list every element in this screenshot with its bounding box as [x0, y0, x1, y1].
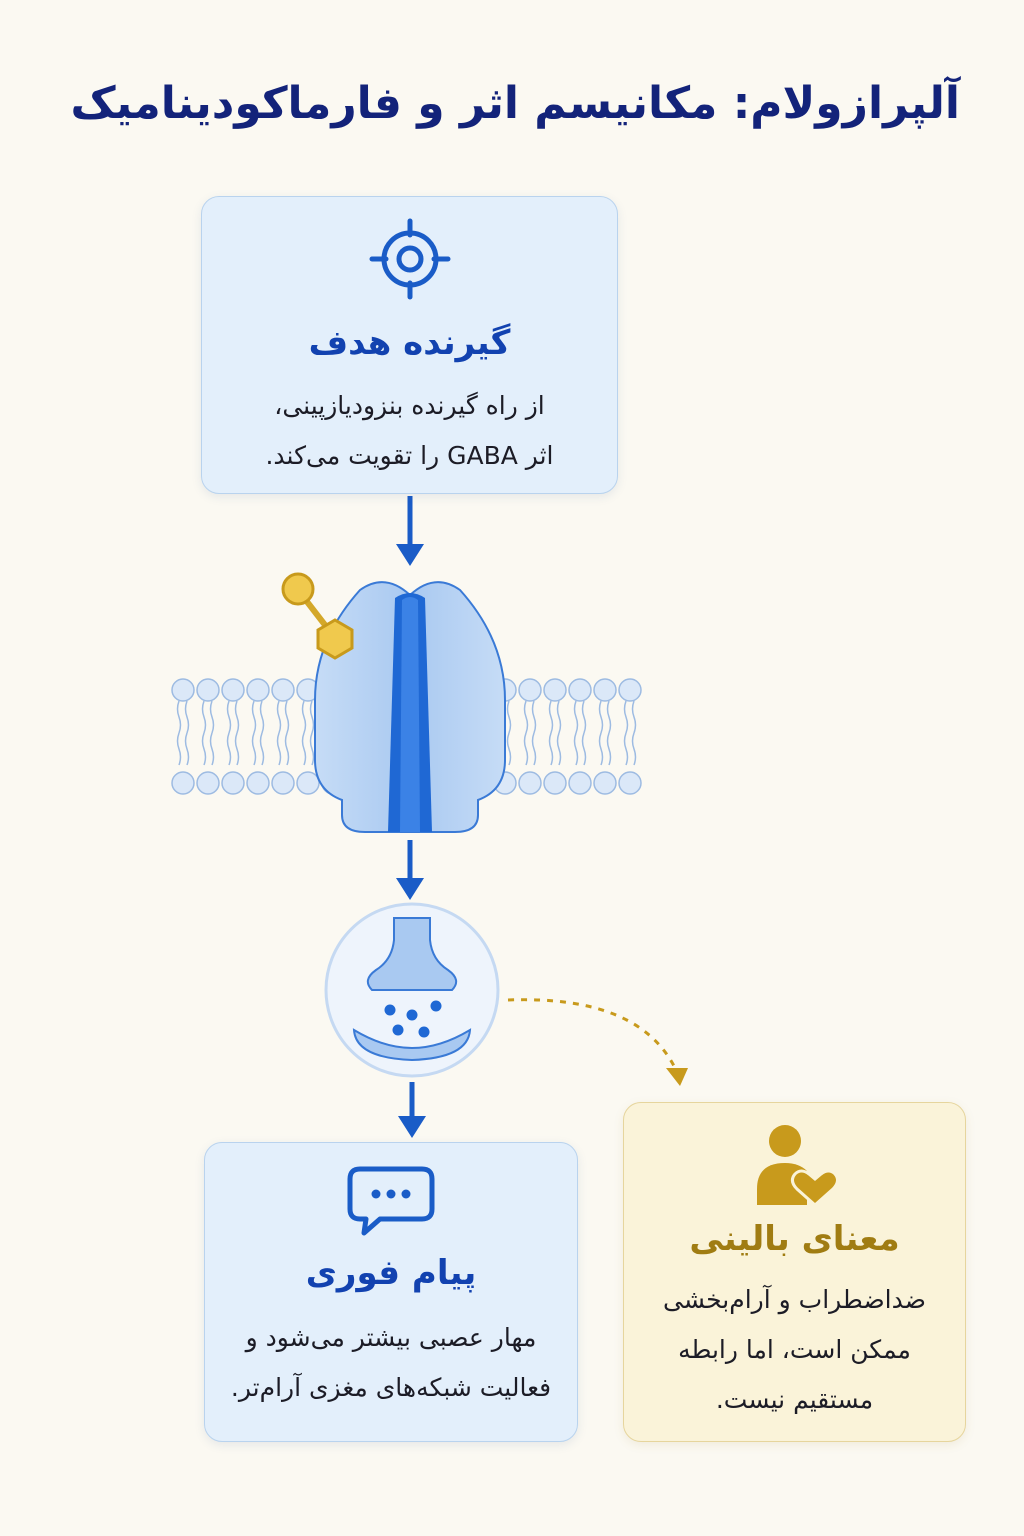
page-title: آلپرازولام: مکانیسم اثر و فارماکودینامیک — [70, 78, 960, 129]
message-text-line2: فعالیت شبکه‌های مغزی آرام‌تر. — [230, 1373, 552, 1402]
target-receptor-card: گیرنده هدف از راه گیرنده بنزودیازپینی، ا… — [201, 196, 618, 494]
drug-molecule-icon — [281, 572, 354, 660]
clinical-heading: معنای بالینی — [689, 1219, 900, 1259]
message-text-line1: مهار عصبی بیشتر می‌شود و — [245, 1323, 537, 1352]
flow-arrow-3 — [398, 1082, 426, 1138]
dashed-arrow-clinical — [507, 998, 688, 1086]
flow-arrow-1 — [396, 496, 424, 566]
clinical-meaning-card: معنای بالینی ضداضطراب و آرام‌بخشی ممکن ا… — [623, 1102, 966, 1442]
message-heading: پیام فوری — [305, 1253, 477, 1293]
target-icon — [368, 217, 452, 301]
target-heading: گیرنده هدف — [308, 323, 511, 363]
clinical-text-line1: ضداضطراب و آرام‌بخشی — [663, 1285, 926, 1314]
immediate-message-card: پیام فوری مهار عصبی بیشتر می‌شود و فعالی… — [204, 1142, 578, 1442]
synapse-icon — [324, 902, 500, 1078]
lipid-bilayer-icon — [171, 678, 642, 795]
target-text-line2: اثر GABA را تقویت می‌کند. — [265, 441, 554, 470]
clinical-text-line2: ممکن است، اما رابطه — [678, 1335, 911, 1364]
target-text-line1: از راه گیرنده بنزودیازپینی، — [274, 391, 545, 420]
flow-arrow-2 — [396, 840, 424, 900]
chat-bubble-icon — [346, 1165, 436, 1239]
gaba-receptor-channel-icon — [314, 581, 506, 833]
clinical-text-line3: مستقیم نیست. — [715, 1385, 874, 1414]
person-heart-icon — [753, 1121, 839, 1208]
